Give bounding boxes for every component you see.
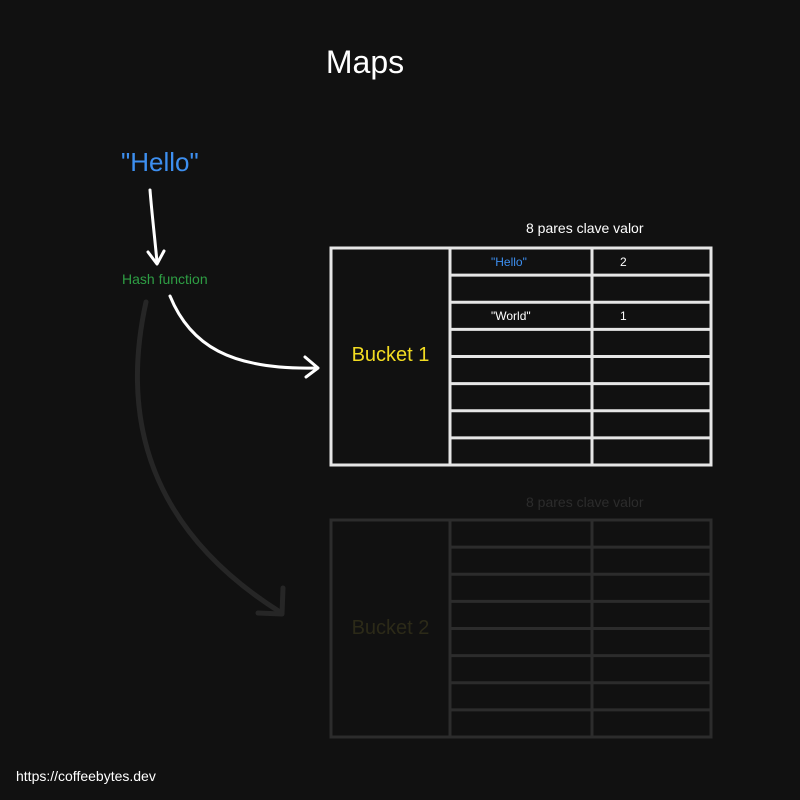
hash-function-label: Hash function xyxy=(122,271,208,287)
bucket-1-label: Bucket 1 xyxy=(351,344,430,366)
bucket-2-caption: 8 pares clave valor xyxy=(526,494,644,510)
arrow-to-hash-head xyxy=(146,249,166,266)
page-title: Maps xyxy=(325,44,405,80)
arrow-to-bucket-1 xyxy=(168,294,318,370)
arrow-to-bucket-2 xyxy=(134,299,283,615)
table-value-cell: 2 xyxy=(620,255,627,269)
arrow-to-bucket-1-head xyxy=(303,355,320,379)
arrow-to-hash xyxy=(148,188,159,264)
table-value-cell: 1 xyxy=(620,309,627,324)
input-key: "Hello" xyxy=(121,147,199,177)
bucket-1-caption: 8 pares clave valor xyxy=(526,220,644,236)
bucket-2-label: Bucket 2 xyxy=(351,617,430,639)
table-key-cell: "World" xyxy=(491,309,531,324)
arrow-to-bucket-2-head xyxy=(255,585,286,617)
footer-url: https://coffeebytes.dev xyxy=(16,768,156,784)
table-key-cell: "Hello" xyxy=(491,255,527,269)
